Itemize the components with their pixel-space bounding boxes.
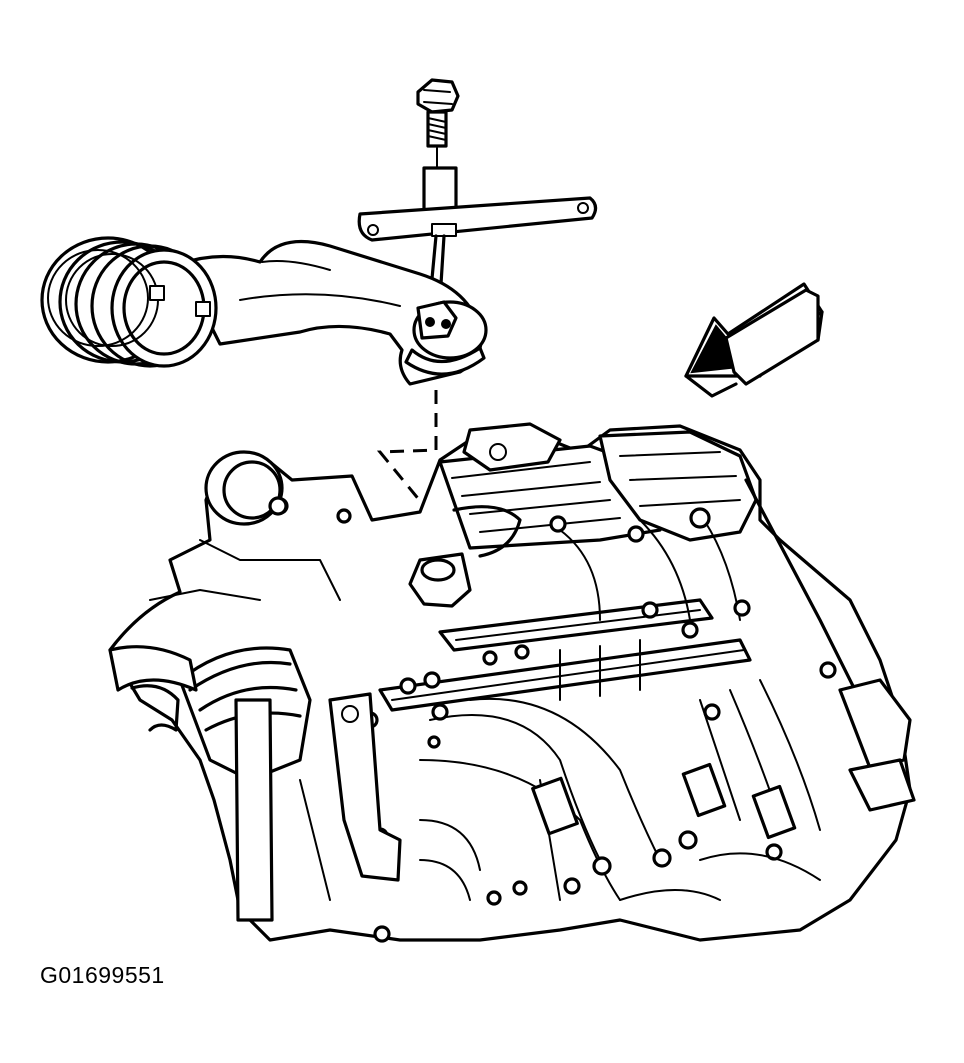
- engine-block: [108, 422, 916, 943]
- bolt-icon: [416, 78, 460, 169]
- hose-clamp-rings: [40, 236, 218, 368]
- figure-code: G01699551: [40, 962, 165, 988]
- alignment-line: [376, 390, 454, 541]
- direction-arrow-icon: [684, 282, 824, 398]
- air-intake-duct: [178, 239, 488, 386]
- lift-bracket: [357, 166, 598, 302]
